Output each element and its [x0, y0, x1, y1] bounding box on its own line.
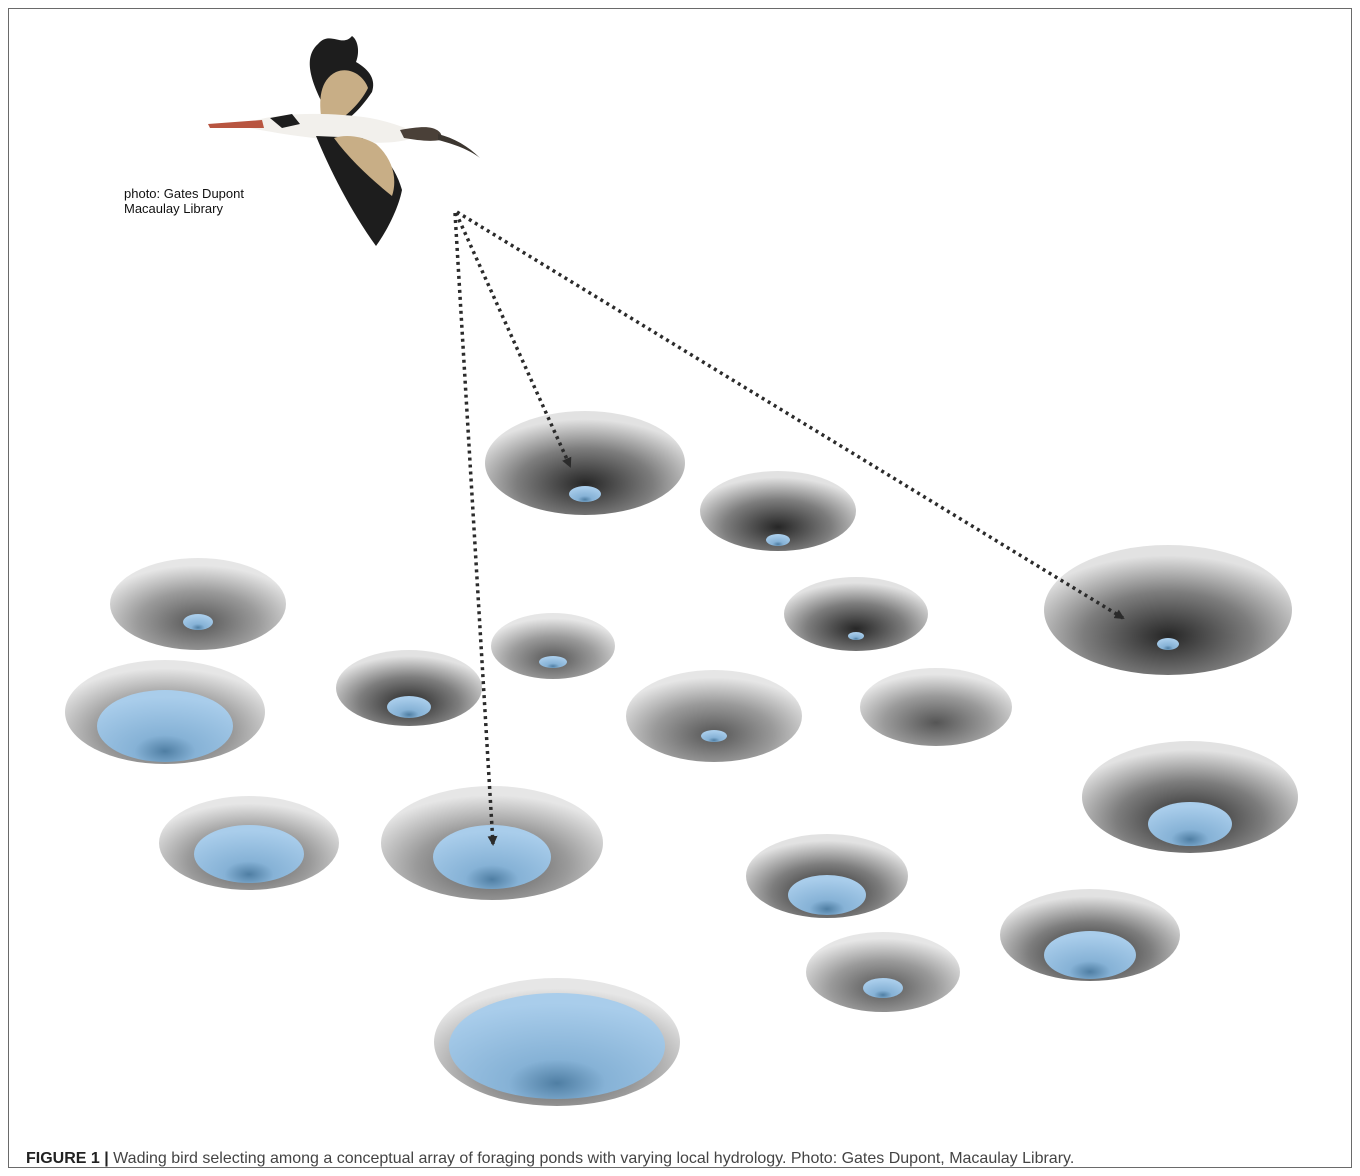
pond-14: [746, 834, 908, 918]
pond-15: [1000, 889, 1180, 981]
pond-16: [806, 932, 960, 1012]
selection-arrows: [453, 210, 1125, 846]
pond-2: [700, 471, 856, 551]
photo-credit-line-1: photo: Gates Dupont: [124, 186, 244, 201]
arrow-to-pond-1: [454, 212, 572, 468]
pond-8: [65, 660, 265, 764]
pond-6: [1044, 545, 1292, 675]
pond-4: [491, 613, 615, 679]
pond-11: [1082, 741, 1298, 853]
pond-9: [626, 670, 802, 762]
pond-12: [159, 796, 339, 890]
figure-caption: FIGURE 1 | Wading bird selecting among a…: [26, 1150, 1346, 1168]
pond-5: [784, 577, 928, 651]
figure-caption-text: Wading bird selecting among a conceptual…: [108, 1150, 1075, 1167]
pond-3: [110, 558, 286, 650]
photo-credit: photo: Gates Dupont Macaulay Library: [124, 186, 244, 216]
pond-10: [860, 668, 1012, 746]
photo-credit-line-2: Macaulay Library: [124, 201, 223, 216]
figure-illustration: [65, 36, 1298, 1106]
figure-label: FIGURE 1 |: [26, 1150, 109, 1167]
pond-17: [434, 978, 680, 1106]
stork-image: [208, 36, 480, 246]
pond-7: [336, 650, 482, 726]
arrow-to-pond-13: [453, 212, 498, 846]
pond-1: [485, 411, 685, 515]
